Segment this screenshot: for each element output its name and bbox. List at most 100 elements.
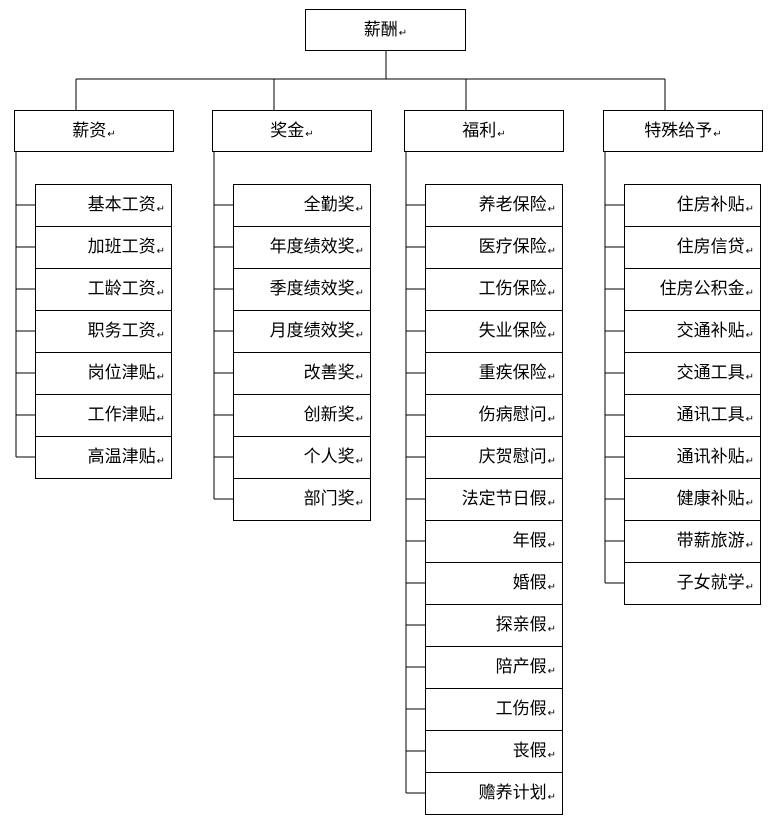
paragraph-mark-icon: ↵	[547, 413, 556, 425]
item-node: 陪产假↵	[425, 646, 563, 689]
paragraph-mark-icon: ↵	[547, 707, 556, 719]
paragraph-mark-icon: ↵	[745, 245, 754, 257]
item-node: 交通补贴↵	[624, 310, 761, 353]
node-label: 工伤保险	[478, 279, 547, 299]
item-node: 住房信贷↵	[624, 226, 761, 269]
item-node: 通讯工具↵	[624, 394, 761, 437]
paragraph-mark-icon: ↵	[547, 203, 556, 215]
node-label: 加班工资	[87, 237, 156, 257]
item-node: 重疾保险↵	[425, 352, 563, 395]
paragraph-mark-icon: ↵	[156, 413, 165, 425]
category-node: 特殊给予↵	[603, 110, 763, 152]
node-label: 庆贺慰问	[478, 447, 547, 467]
paragraph-mark-icon: ↵	[745, 581, 754, 593]
item-node: 带薪旅游↵	[624, 520, 761, 563]
item-node: 年度绩效奖↵	[233, 226, 371, 269]
node-label: 赡养计划	[478, 783, 547, 803]
node-label: 住房信贷	[676, 237, 745, 257]
paragraph-mark-icon: ↵	[305, 129, 314, 140]
node-label: 丧假	[512, 741, 547, 761]
paragraph-mark-icon: ↵	[497, 129, 506, 140]
paragraph-mark-icon: ↵	[745, 287, 754, 299]
paragraph-mark-icon: ↵	[547, 497, 556, 509]
item-node: 创新奖↵	[233, 394, 371, 437]
paragraph-mark-icon: ↵	[355, 245, 364, 257]
node-label: 奖金	[270, 120, 305, 141]
node-label: 通讯补贴	[676, 447, 745, 467]
item-node: 交通工具↵	[624, 352, 761, 395]
paragraph-mark-icon: ↵	[547, 245, 556, 257]
node-label: 医疗保险	[478, 237, 547, 257]
item-node: 岗位津贴↵	[35, 352, 172, 395]
node-label: 创新奖	[303, 405, 355, 425]
item-node: 养老保险↵	[425, 184, 563, 227]
item-node: 伤病慰问↵	[425, 394, 563, 437]
category-node: 奖金↵	[212, 110, 372, 152]
paragraph-mark-icon: ↵	[547, 581, 556, 593]
node-label: 子女就学	[676, 573, 745, 593]
item-node: 婚假↵	[425, 562, 563, 605]
node-label: 通讯工具	[676, 405, 745, 425]
paragraph-mark-icon: ↵	[547, 791, 556, 803]
paragraph-mark-icon: ↵	[745, 455, 754, 467]
paragraph-mark-icon: ↵	[156, 371, 165, 383]
node-label: 探亲假	[495, 615, 547, 635]
item-node: 住房补贴↵	[624, 184, 761, 227]
paragraph-mark-icon: ↵	[156, 455, 165, 467]
item-node: 工龄工资↵	[35, 268, 172, 311]
paragraph-mark-icon: ↵	[355, 329, 364, 341]
paragraph-mark-icon: ↵	[355, 287, 364, 299]
node-label: 住房补贴	[676, 195, 745, 215]
paragraph-mark-icon: ↵	[547, 371, 556, 383]
node-label: 年假	[512, 531, 547, 551]
node-label: 薪酬	[363, 19, 398, 40]
node-label: 个人奖	[303, 447, 355, 467]
item-node: 探亲假↵	[425, 604, 563, 647]
item-node: 部门奖↵	[233, 478, 371, 521]
paragraph-mark-icon: ↵	[745, 497, 754, 509]
category-node: 福利↵	[404, 110, 564, 152]
item-node: 医疗保险↵	[425, 226, 563, 269]
node-label: 交通工具	[676, 363, 745, 383]
paragraph-mark-icon: ↵	[745, 371, 754, 383]
node-label: 工作津贴	[87, 405, 156, 425]
node-label: 年度绩效奖	[269, 237, 355, 257]
item-node: 失业保险↵	[425, 310, 563, 353]
item-node: 季度绩效奖↵	[233, 268, 371, 311]
item-node: 年假↵	[425, 520, 563, 563]
paragraph-mark-icon: ↵	[355, 455, 364, 467]
paragraph-mark-icon: ↵	[745, 203, 754, 215]
node-label: 交通补贴	[676, 321, 745, 341]
node-label: 高温津贴	[87, 447, 156, 467]
item-node: 职务工资↵	[35, 310, 172, 353]
item-node: 法定节日假↵	[425, 478, 563, 521]
paragraph-mark-icon: ↵	[156, 203, 165, 215]
item-node: 改善奖↵	[233, 352, 371, 395]
item-node: 子女就学↵	[624, 562, 761, 605]
paragraph-mark-icon: ↵	[745, 413, 754, 425]
paragraph-mark-icon: ↵	[745, 539, 754, 551]
node-label: 养老保险	[478, 195, 547, 215]
node-label: 住房公积金	[659, 279, 745, 299]
node-label: 陪产假	[495, 657, 547, 677]
node-label: 重疾保险	[478, 363, 547, 383]
node-label: 福利	[462, 120, 497, 141]
paragraph-mark-icon: ↵	[107, 129, 116, 140]
paragraph-mark-icon: ↵	[547, 455, 556, 467]
paragraph-mark-icon: ↵	[355, 497, 364, 509]
paragraph-mark-icon: ↵	[547, 749, 556, 761]
item-node: 工伤假↵	[425, 688, 563, 731]
item-node: 通讯补贴↵	[624, 436, 761, 479]
node-label: 法定节日假	[461, 489, 547, 509]
node-label: 岗位津贴	[87, 363, 156, 383]
node-label: 健康补贴	[676, 489, 745, 509]
node-label: 部门奖	[303, 489, 355, 509]
category-node: 薪资↵	[14, 110, 174, 152]
item-node: 工作津贴↵	[35, 394, 172, 437]
node-label: 工龄工资	[87, 279, 156, 299]
item-node: 丧假↵	[425, 730, 563, 773]
paragraph-mark-icon: ↵	[713, 129, 722, 140]
item-node: 个人奖↵	[233, 436, 371, 479]
node-label: 工伤假	[495, 699, 547, 719]
paragraph-mark-icon: ↵	[547, 539, 556, 551]
